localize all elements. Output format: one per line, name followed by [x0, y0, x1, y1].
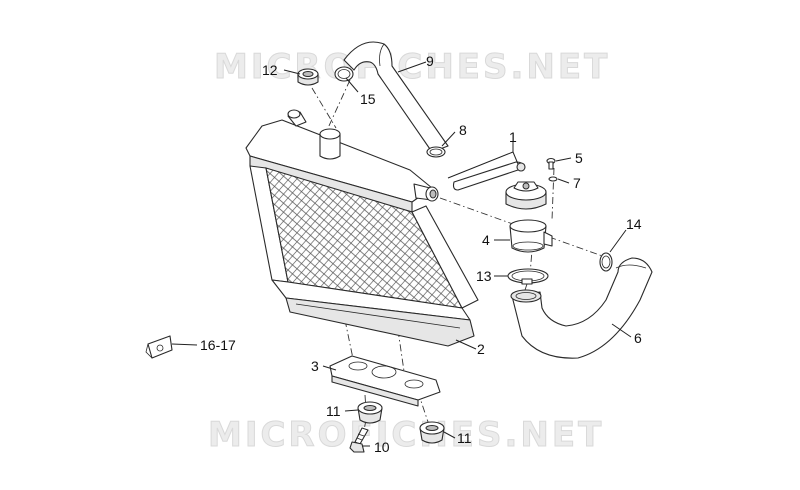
hose-lower [510, 257, 653, 359]
clamp-14 [599, 252, 613, 272]
callouts: 12 15 9 8 1 5 7 4 14 13 6 2 3 11 11 10 1… [200, 53, 642, 455]
radiator [245, 109, 479, 347]
callout-9: 9 [426, 53, 434, 69]
callout-12: 12 [262, 62, 278, 78]
grommet-12 [297, 68, 319, 86]
bracket [329, 355, 441, 407]
callout-8: 8 [459, 122, 467, 138]
callout-2: 2 [477, 341, 485, 357]
callout-1: 1 [509, 129, 517, 145]
overflow-tube [452, 161, 526, 191]
grommet-11-right [419, 421, 445, 444]
callout-4: 4 [482, 232, 490, 248]
clip-16-17 [145, 335, 173, 359]
bolt-10 [349, 427, 369, 453]
screw-5 [546, 157, 556, 170]
callout-13: 13 [476, 268, 492, 284]
callout-15: 15 [360, 91, 376, 107]
callout-11-left: 11 [326, 403, 341, 419]
callout-6: 6 [634, 330, 642, 346]
filler-neck [509, 219, 553, 253]
radiator-cap [505, 181, 547, 210]
clamp-15 [334, 66, 354, 82]
washer-7 [548, 176, 558, 182]
clamp-8 [426, 146, 446, 158]
callout-3: 3 [311, 358, 319, 374]
clamp-13 [507, 268, 549, 285]
watermark-bottom: MICROFICHES.NET [208, 415, 604, 455]
callout-5: 5 [575, 150, 583, 166]
leader-lines [171, 61, 632, 447]
callout-14: 14 [626, 216, 642, 232]
callout-16-17: 16-17 [200, 337, 236, 353]
callout-7: 7 [573, 175, 581, 191]
grommet-11-left [357, 401, 383, 424]
callout-10: 10 [374, 439, 390, 455]
callout-11-right: 11 [457, 430, 472, 446]
